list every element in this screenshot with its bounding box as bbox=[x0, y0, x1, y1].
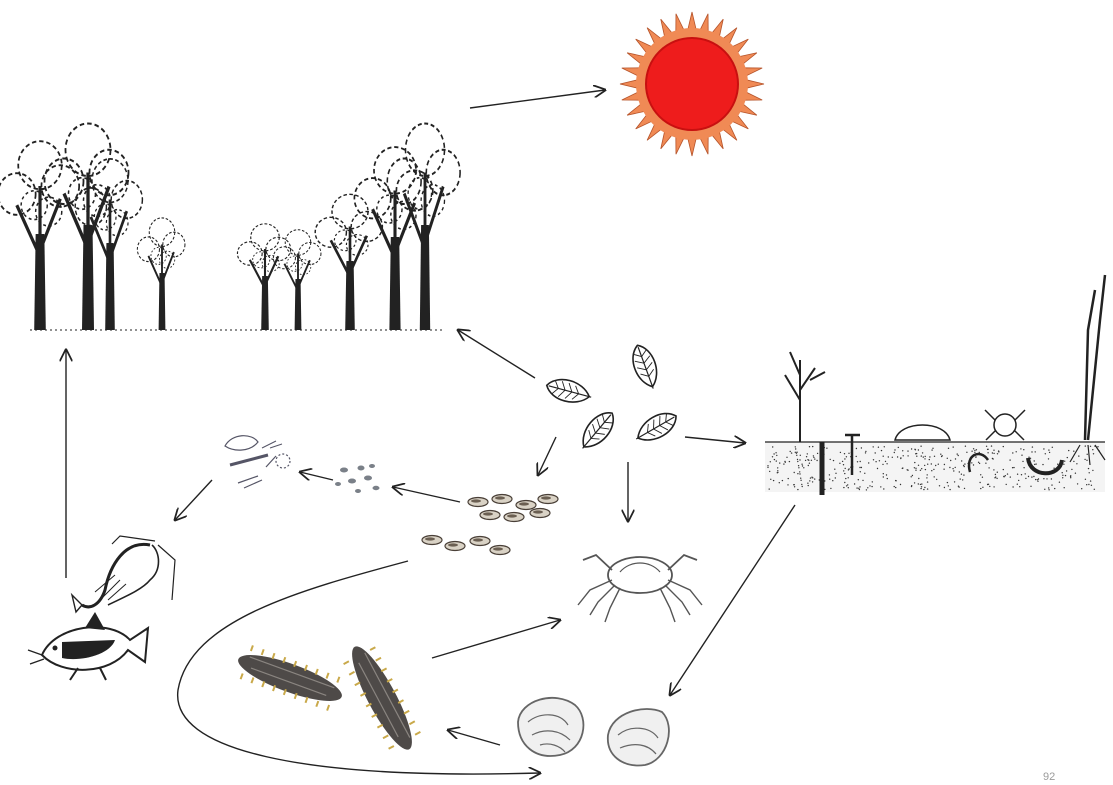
particle-icon bbox=[335, 464, 380, 493]
page-number: 92 bbox=[1043, 771, 1055, 783]
leaf-icon bbox=[544, 342, 681, 455]
arrows bbox=[66, 90, 795, 774]
mudflat-icon bbox=[765, 275, 1105, 495]
arrow-cucumbers-to-crab bbox=[432, 620, 560, 658]
arrow-snails-to-cucumbers bbox=[448, 730, 500, 745]
arrow-leaves-to-trees bbox=[458, 330, 535, 378]
fish-icon bbox=[28, 612, 148, 680]
shrimp-icon bbox=[72, 536, 175, 612]
sea-cucumber-icon bbox=[234, 640, 422, 756]
tree-icon bbox=[0, 124, 460, 331]
particle-icon bbox=[422, 495, 558, 555]
arrow-leaves-to-mudflat bbox=[685, 437, 745, 443]
sun-icon bbox=[620, 12, 764, 156]
crab-icon bbox=[578, 555, 702, 622]
arrow-mudflat-to-snails bbox=[670, 505, 795, 695]
detritus-icon bbox=[225, 436, 290, 488]
arrow-leaves-to-particles bbox=[538, 437, 556, 475]
arrow-particles-to-fine bbox=[393, 487, 460, 502]
arrow-fragments-to-shrimp bbox=[175, 480, 212, 520]
arrow-trees-to-sun bbox=[470, 90, 605, 108]
arrow-fine-to-fragments bbox=[300, 472, 333, 480]
snail-icon bbox=[518, 698, 669, 766]
